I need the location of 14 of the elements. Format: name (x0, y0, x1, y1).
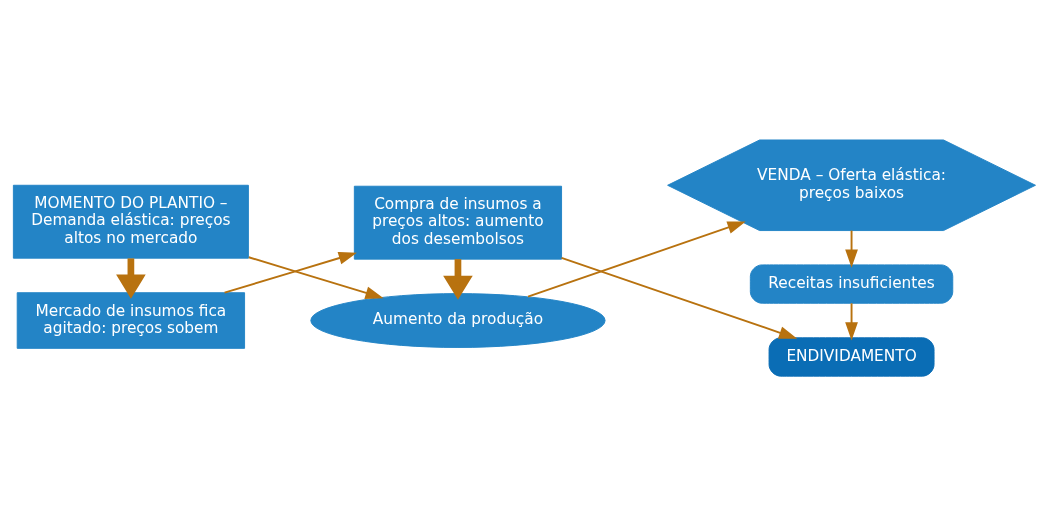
arrow (247, 255, 384, 299)
arrow (443, 258, 473, 300)
node-box: Compra de insumos a preços altos: aumento dos desembolsos (353, 185, 563, 260)
arrow (845, 229, 858, 268)
arrow (527, 220, 746, 298)
arrow (560, 256, 798, 339)
arrow (223, 251, 357, 294)
node-box: Mercado de insumos fica agitado: preços sobem (16, 291, 246, 349)
node-box: ENDIVIDAMENTO (768, 336, 935, 377)
node-ellipse: Aumento da produção (310, 292, 606, 348)
arrow (845, 301, 858, 340)
arrow (116, 257, 146, 299)
node-box: Receitas insuficientes (749, 263, 954, 304)
node-box: MOMENTO DO PLANTIO – Demanda elástica: preços altos no mercado (12, 184, 249, 259)
